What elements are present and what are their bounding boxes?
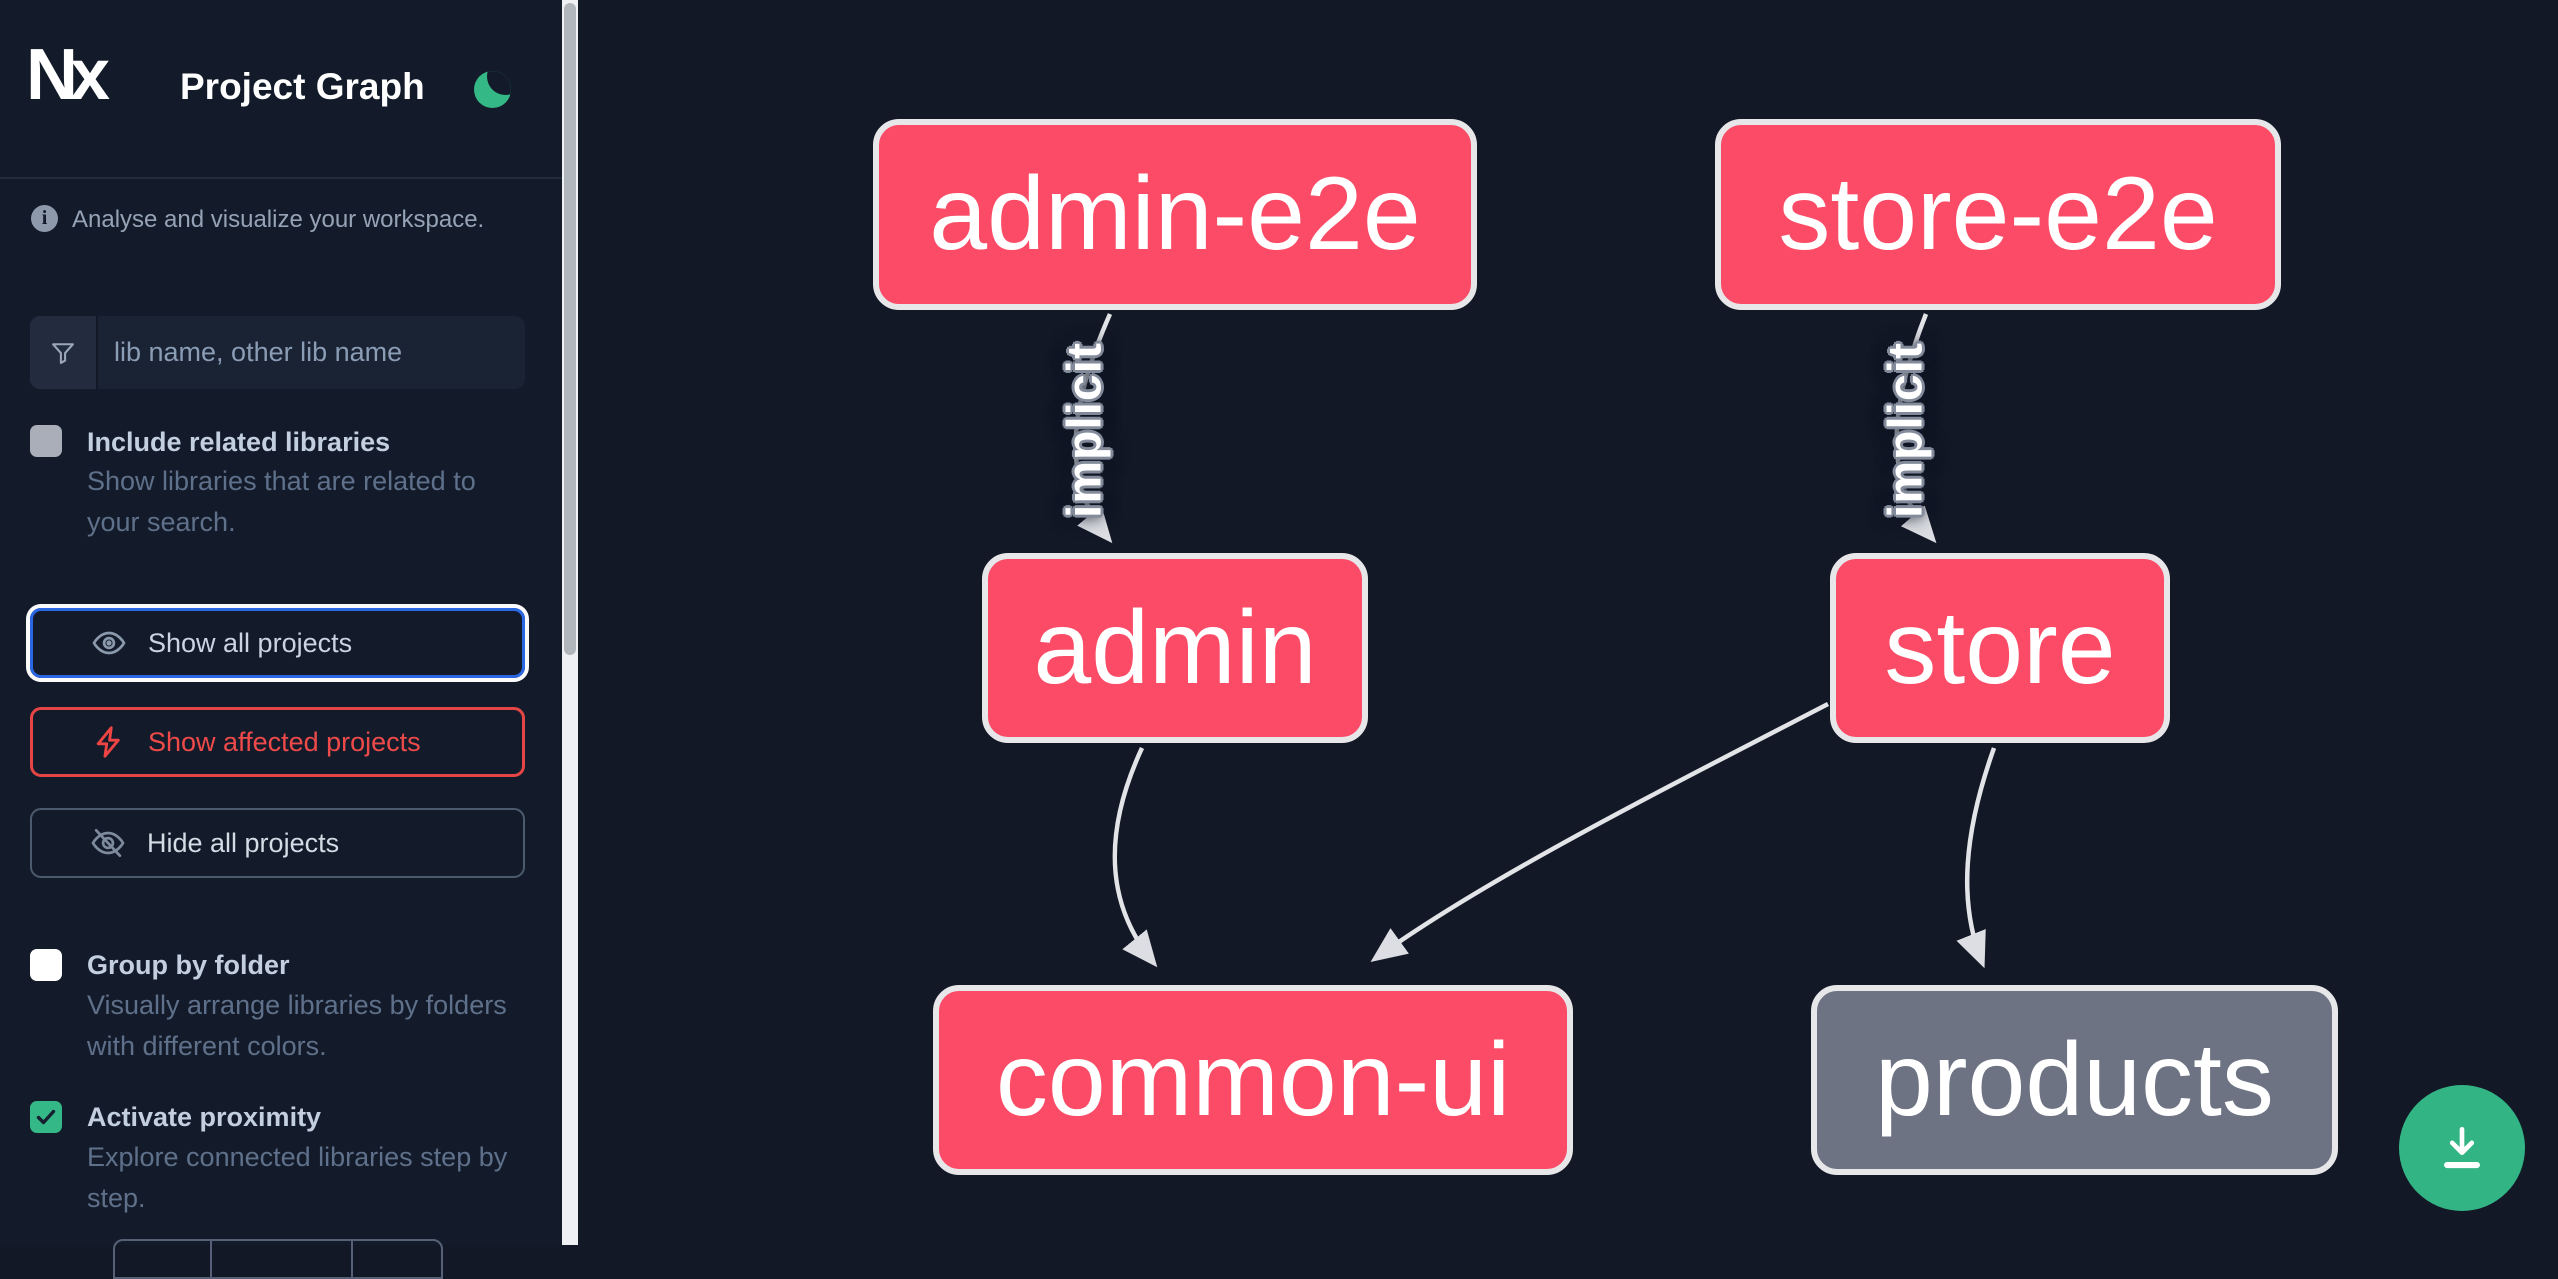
node-store-e2e[interactable]: store-e2e [1715, 119, 2281, 310]
page-title: Project Graph [180, 66, 425, 107]
search-control [30, 316, 525, 389]
hide-all-projects-label: Hide all projects [147, 827, 340, 858]
info-icon: i [31, 205, 58, 232]
download-icon [2434, 1120, 2490, 1176]
activate-proximity-description: Explore connected libraries step by step… [87, 1142, 508, 1213]
show-all-projects-label: Show all projects [148, 627, 353, 658]
moon-icon[interactable] [474, 71, 511, 108]
hide-all-projects-button[interactable]: Hide all projects [30, 808, 525, 878]
eye-off-icon [89, 824, 127, 862]
sidebar: Nx Project Graph i Analyse and visualize… [0, 0, 562, 1279]
search-input[interactable] [98, 316, 525, 389]
stepper-segment[interactable] [115, 1241, 212, 1277]
node-admin[interactable]: admin [982, 553, 1368, 743]
nx-logo: Nx [26, 35, 110, 115]
tagline: Analyse and visualize your workspace. [72, 206, 485, 233]
show-affected-projects-button[interactable]: Show affected projects [30, 707, 525, 777]
group-by-folder-description: Visually arrange libraries by folders wi… [87, 990, 507, 1061]
stepper-segment[interactable] [212, 1241, 353, 1277]
sidebar-scrollbar-track[interactable] [562, 0, 578, 1245]
show-all-projects-button[interactable]: Show all projects [30, 608, 525, 678]
include-related-label: Include related libraries [87, 427, 391, 457]
sidebar-scrollbar-thumb[interactable] [564, 3, 576, 655]
node-products[interactable]: products [1811, 985, 2338, 1175]
edge-store-common-ui [1370, 702, 1830, 962]
group-by-folder-label: Group by folder [87, 950, 290, 980]
activate-proximity-label: Activate proximity [87, 1102, 322, 1132]
stepper-segment[interactable] [353, 1241, 441, 1277]
include-related-checkbox[interactable] [30, 425, 62, 457]
edge-label-implicit: implicit [1879, 341, 1933, 519]
proximity-stepper-control[interactable] [113, 1239, 443, 1279]
edge-admin-common-ui [1112, 747, 1158, 968]
download-image-button[interactable] [2399, 1085, 2525, 1211]
include-related-description: Show libraries that are related to your … [87, 466, 476, 537]
edge-label-implicit: implicit [1058, 341, 1112, 519]
node-common-ui[interactable]: common-ui [933, 985, 1573, 1175]
lightning-icon [90, 723, 128, 761]
filter-icon [30, 316, 98, 389]
header-divider [0, 177, 562, 179]
edge-store-products [1956, 747, 1997, 969]
node-store[interactable]: store [1830, 553, 2170, 743]
show-affected-projects-label: Show affected projects [148, 726, 421, 757]
check-icon [36, 1109, 56, 1125]
eye-icon [90, 624, 128, 662]
group-by-folder-checkbox[interactable] [30, 949, 62, 981]
activate-proximity-checkbox[interactable] [30, 1101, 62, 1133]
node-admin-e2e[interactable]: admin-e2e [873, 119, 1477, 310]
